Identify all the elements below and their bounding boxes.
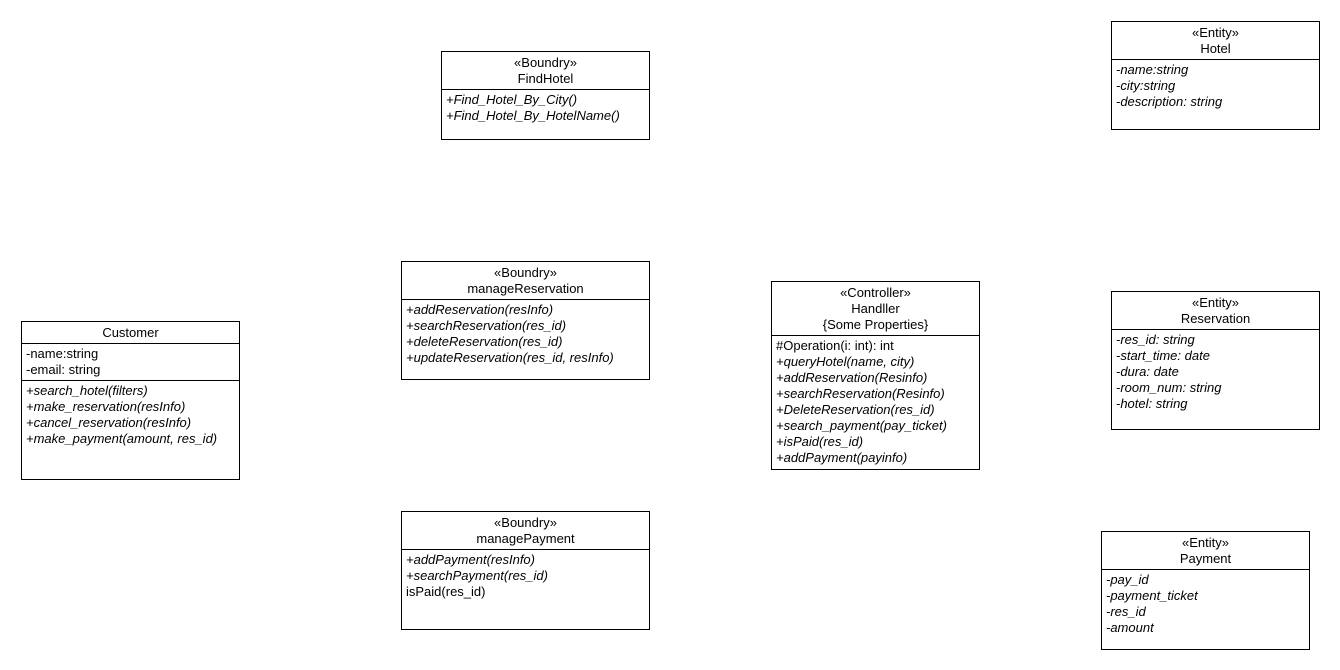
class-managepayment[interactable]: «Boundry» managePayment +addPayment(resI… xyxy=(401,511,650,630)
member-row: +searchReservation(Resinfo) xyxy=(776,386,945,401)
stereotype-label: «Boundry» xyxy=(514,55,577,70)
class-hotel[interactable]: «Entity» Hotel -name:string-city:string-… xyxy=(1111,21,1320,130)
member-row: +Find_Hotel_By_HotelName() xyxy=(446,108,620,123)
member-row: +isPaid(res_id) xyxy=(776,434,864,449)
member-row: +addPayment(payinfo) xyxy=(776,450,908,465)
class-name: managePayment xyxy=(476,531,575,546)
stereotype-label: «Entity» xyxy=(1182,535,1229,550)
member-row: isPaid(res_id) xyxy=(406,584,486,599)
member-row: -res_id: string xyxy=(1116,332,1195,347)
stereotype-label: «Entity» xyxy=(1192,25,1239,40)
class-managereservation[interactable]: «Boundry» manageReservation +addReservat… xyxy=(401,261,650,380)
member-row: -description: string xyxy=(1116,94,1223,109)
stereotype-label: «Boundry» xyxy=(494,265,557,280)
class-name: Reservation xyxy=(1180,311,1251,326)
member-row: +addReservation(resInfo) xyxy=(406,302,554,317)
member-row: +search_hotel(filters) xyxy=(26,383,148,398)
member-row: +make_reservation(resInfo) xyxy=(26,399,186,414)
member-row: -city:string xyxy=(1116,78,1176,93)
member-row: +addPayment(resInfo) xyxy=(406,552,535,567)
stereotype-label: «Controller» xyxy=(840,285,911,300)
member-row: +search_payment(pay_ticket) xyxy=(776,418,947,433)
attributes-section: -name:string-email: string xyxy=(22,344,239,380)
member-row: +searchPayment(res_id) xyxy=(406,568,548,583)
class-handler[interactable]: «Controller» Handller {Some Properties} … xyxy=(771,281,980,470)
member-row: -start_time: date xyxy=(1116,348,1210,363)
member-row: +make_payment(amount, res_id) xyxy=(26,431,218,446)
class-customer[interactable]: Customer -name:string-email: string +sea… xyxy=(21,321,240,480)
stereotype-label: «Entity» xyxy=(1192,295,1239,310)
methods-section: +search_hotel(filters)+make_reservation(… xyxy=(22,380,239,449)
class-name: Hotel xyxy=(1200,41,1231,56)
member-row: -hotel: string xyxy=(1116,396,1188,411)
member-row: +updateReservation(res_id, resInfo) xyxy=(406,350,614,365)
methods-section: +addReservation(resInfo)+searchReservati… xyxy=(402,300,649,368)
attributes-section: -name:string-city:string-description: st… xyxy=(1112,60,1319,112)
member-row: +searchReservation(res_id) xyxy=(406,318,567,333)
member-row: +addReservation(Resinfo) xyxy=(776,370,928,385)
member-row: -dura: date xyxy=(1116,364,1179,379)
member-row: +Find_Hotel_By_City() xyxy=(446,92,578,107)
properties-label: {Some Properties} xyxy=(822,317,929,332)
class-findhotel[interactable]: «Boundry» FindHotel +Find_Hotel_By_City(… xyxy=(441,51,650,140)
class-reservation[interactable]: «Entity» Reservation -res_id: string-sta… xyxy=(1111,291,1320,430)
member-row: #Operation(i: int): int xyxy=(776,338,894,353)
class-header: «Controller» Handller {Some Properties} xyxy=(772,282,979,336)
stereotype-label: «Boundry» xyxy=(494,515,557,530)
class-name: Handller xyxy=(851,301,900,316)
class-name: manageReservation xyxy=(467,281,584,296)
member-row: -email: string xyxy=(26,362,101,377)
methods-section: +Find_Hotel_By_City()+Find_Hotel_By_Hote… xyxy=(442,90,649,126)
class-name: Payment xyxy=(1179,551,1232,566)
member-row: -res_id xyxy=(1106,604,1146,619)
class-header: «Boundry» manageReservation xyxy=(402,262,649,300)
member-row: +cancel_reservation(resInfo) xyxy=(26,415,192,430)
class-header: «Entity» Hotel xyxy=(1112,22,1319,60)
member-row: +DeleteReservation(res_id) xyxy=(776,402,935,417)
class-header: «Entity» Payment xyxy=(1102,532,1309,570)
methods-section: +addPayment(resInfo)+searchPayment(res_i… xyxy=(402,550,649,602)
member-row: +queryHotel(name, city) xyxy=(776,354,915,369)
class-header: «Boundry» FindHotel xyxy=(442,52,649,90)
class-payment[interactable]: «Entity» Payment -pay_id-payment_ticket-… xyxy=(1101,531,1310,650)
class-header: Customer xyxy=(22,322,239,344)
methods-section: #Operation(i: int): int+queryHotel(name,… xyxy=(772,336,979,468)
class-name: Customer xyxy=(102,325,159,340)
member-row: -payment_ticket xyxy=(1106,588,1198,603)
class-header: «Entity» Reservation xyxy=(1112,292,1319,330)
member-row: -room_num: string xyxy=(1116,380,1222,395)
member-row: -pay_id xyxy=(1106,572,1149,587)
member-row: -amount xyxy=(1106,620,1154,635)
attributes-section: -res_id: string-start_time: date-dura: d… xyxy=(1112,330,1319,414)
member-row: -name:string xyxy=(1116,62,1189,77)
member-row: +deleteReservation(res_id) xyxy=(406,334,563,349)
member-row: -name:string xyxy=(26,346,99,361)
class-name: FindHotel xyxy=(517,71,574,86)
attributes-section: -pay_id-payment_ticket-res_id-amount xyxy=(1102,570,1309,638)
class-header: «Boundry» managePayment xyxy=(402,512,649,550)
